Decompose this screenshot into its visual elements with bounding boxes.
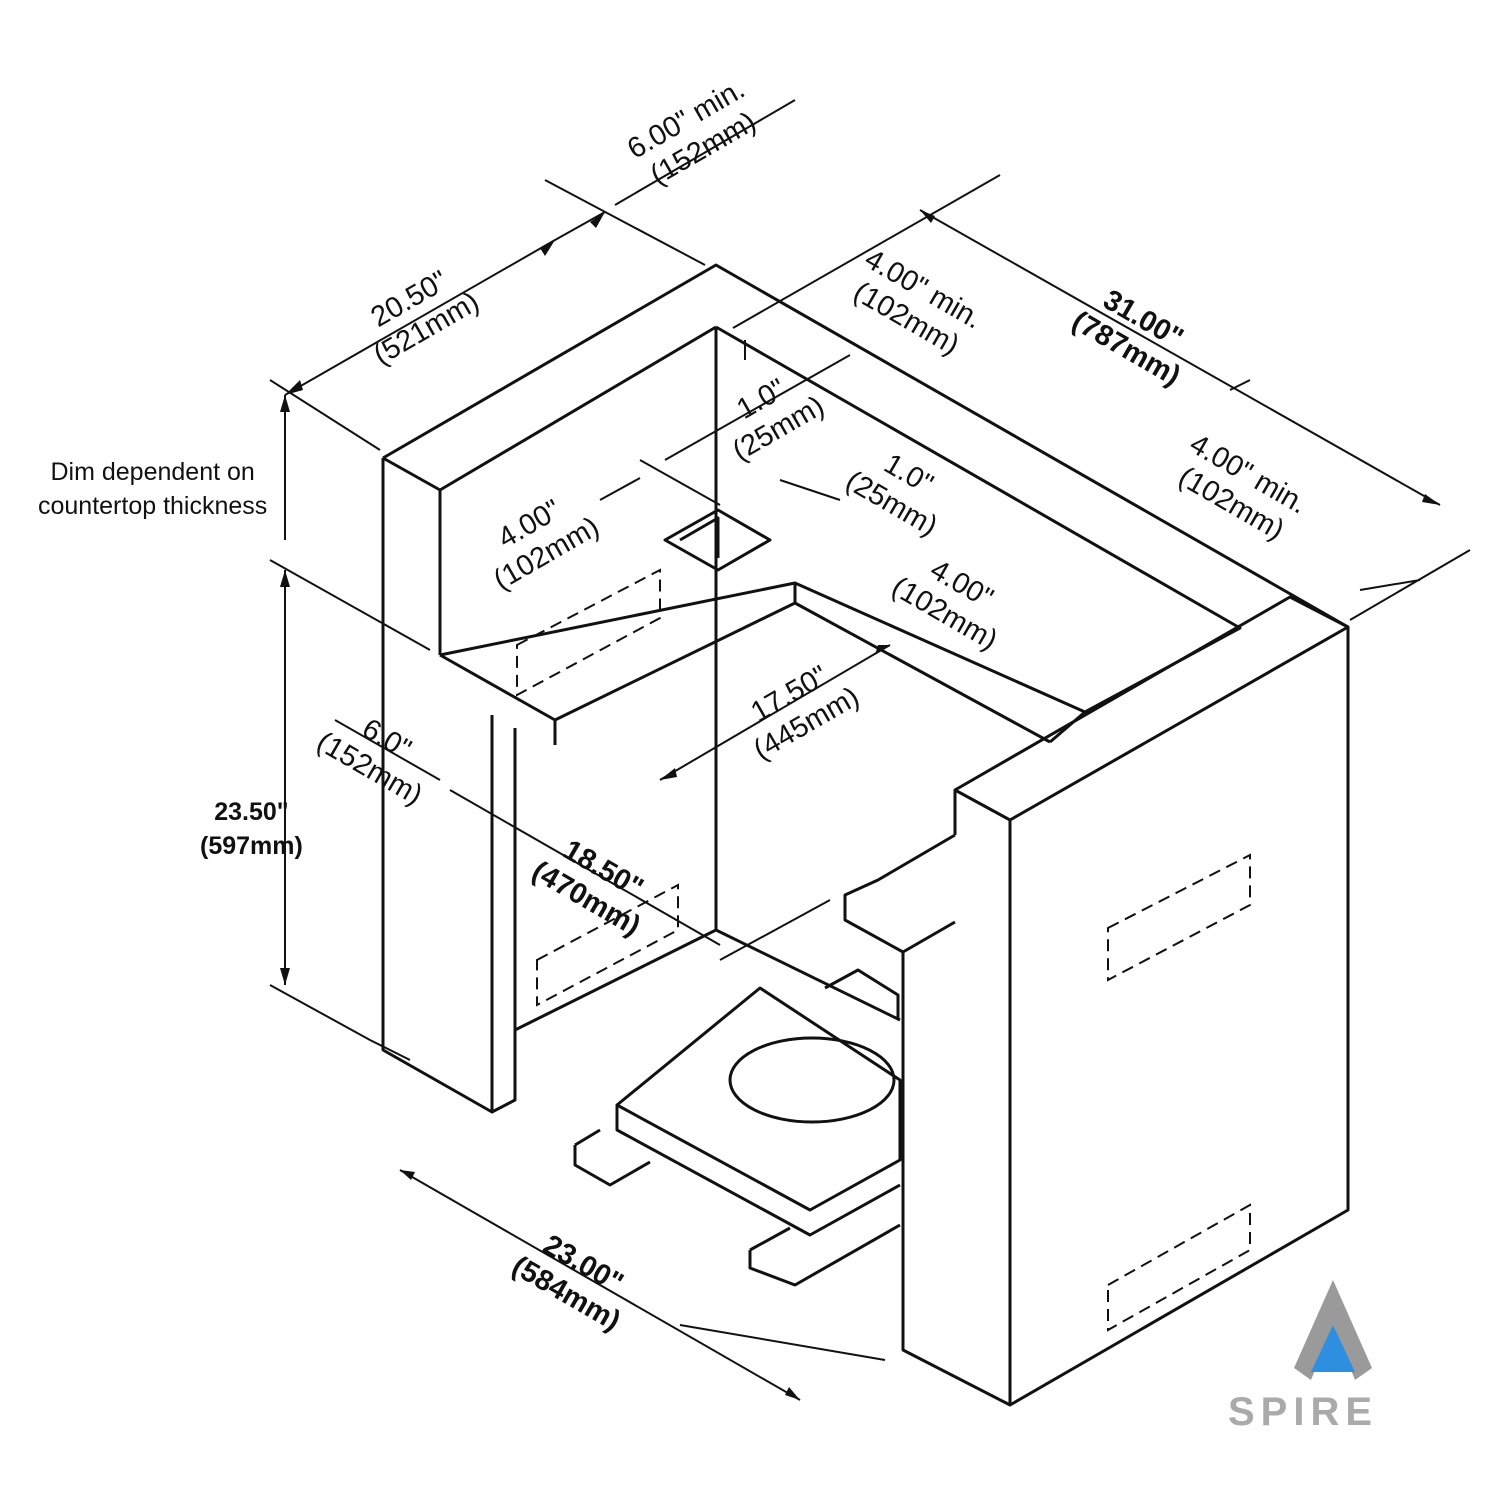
left-panel	[381, 263, 1349, 1114]
arrowheads	[280, 210, 1440, 1400]
burner-hole	[728, 1036, 896, 1124]
support-feet	[573, 968, 901, 1287]
lower-shelf	[843, 833, 1011, 1407]
height-label: 23.50"(597mm)	[200, 798, 303, 860]
top-vent	[663, 508, 772, 572]
vent-dashed-lower-left	[536, 883, 679, 1007]
vent-dashed-right-upper	[1107, 853, 1251, 982]
upper-shelf	[439, 581, 1086, 745]
vent-dashed-right-lower	[1107, 1203, 1251, 1332]
spire-logo	[1294, 1280, 1372, 1380]
burner-plate	[615, 986, 902, 1237]
vent-dashed-upper-left	[516, 568, 661, 697]
spire-logo-text: SPIRE	[1228, 1390, 1379, 1434]
dimension-lines	[269, 99, 1471, 1401]
right-panel	[953, 595, 1350, 1407]
floor-line	[514, 928, 901, 1032]
